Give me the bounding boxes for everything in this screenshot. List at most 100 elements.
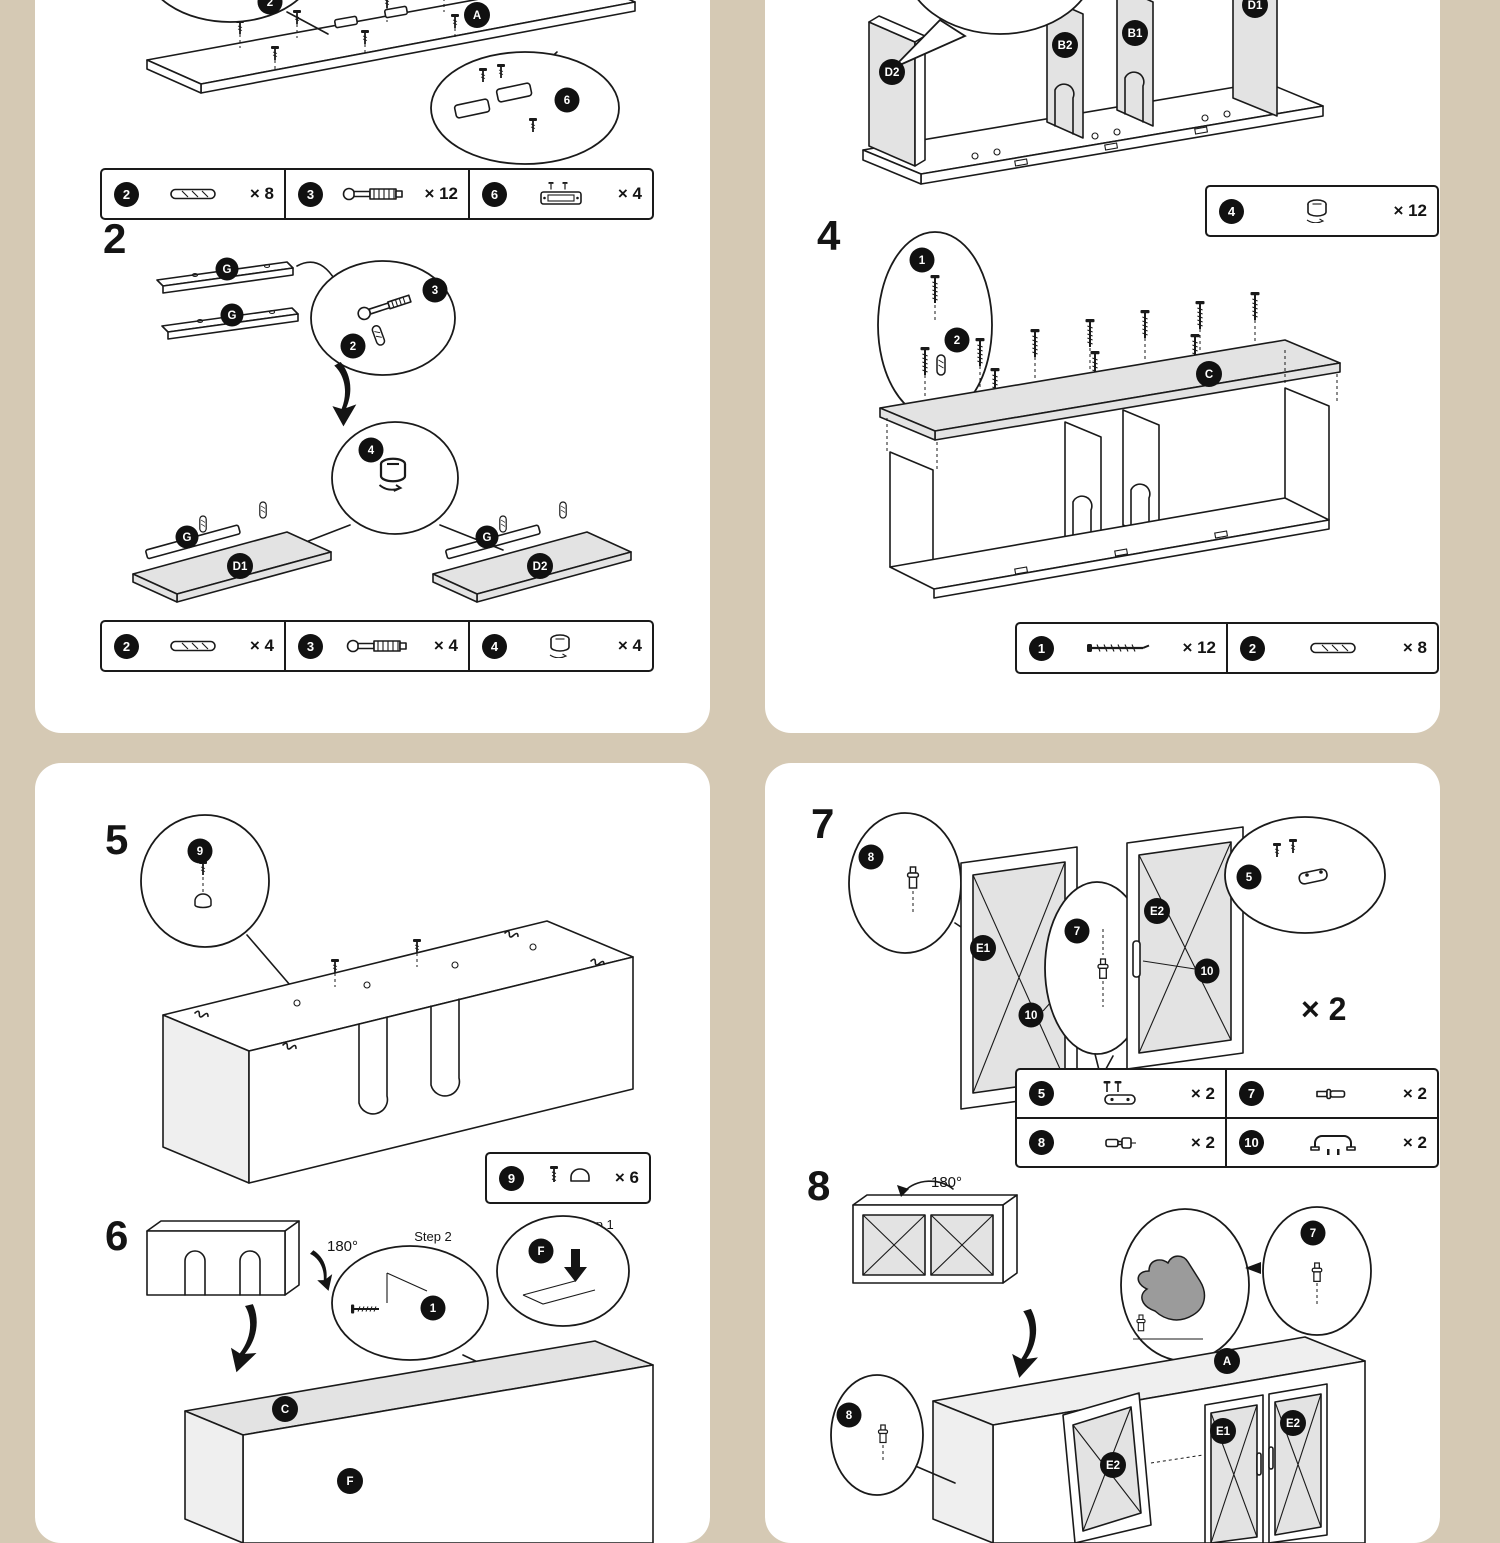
screw-icon — [1061, 640, 1175, 656]
sleeve-badge: 8 — [858, 844, 884, 870]
svg-text:7: 7 — [1310, 1228, 1316, 1240]
panel-label-b1: B1 — [1122, 20, 1148, 46]
callout-magnet-catch — [430, 51, 620, 165]
panel-label-f: F — [337, 1468, 363, 1494]
dowel-badge: 2 — [257, 0, 283, 15]
rail-label-g3: G — [175, 525, 199, 549]
panel-steps-1-2: A 2 6 — [35, 0, 710, 733]
sleeve-badge-step8: 8 — [836, 1402, 862, 1428]
board-d2-drawing — [432, 501, 632, 603]
svg-text:4: 4 — [368, 445, 375, 457]
part-badge: 2 — [1240, 635, 1265, 661]
svg-text:E1: E1 — [1216, 1426, 1231, 1438]
door-label-e1: E1 — [970, 935, 996, 961]
part-badge: 2 — [114, 633, 139, 659]
handle-icon — [1271, 1131, 1396, 1155]
rail-label-g1: G — [215, 257, 239, 281]
svg-text:E2: E2 — [1150, 906, 1164, 918]
svg-text:G: G — [183, 532, 192, 544]
cam-bolt-icon — [330, 185, 417, 203]
callout-foot — [140, 814, 291, 986]
cam-badge: 4 — [358, 437, 384, 463]
dowel-badge: 2 — [944, 327, 970, 353]
svg-text:6: 6 — [564, 95, 570, 107]
panel-label-d1: D1 — [1242, 0, 1268, 18]
cam-lock-icon — [514, 634, 611, 658]
board-label-d2: D2 — [527, 553, 553, 579]
handle-badge-right: 10 — [1194, 958, 1220, 984]
down-arrow — [332, 362, 357, 427]
screw-badge-step6: 1 — [420, 1295, 446, 1321]
svg-text:D1: D1 — [233, 561, 248, 573]
parts-cell: 6 × 4 — [470, 170, 652, 218]
part-label-a: A — [464, 2, 490, 28]
screw-badge: 1 — [909, 247, 935, 273]
callout-cam-lock — [279, 421, 504, 553]
callout-plate — [1224, 816, 1386, 934]
board-c-f-drawing — [184, 1340, 654, 1543]
svg-text:8: 8 — [868, 852, 875, 864]
step-2-caption: Step 2 — [414, 1229, 452, 1244]
svg-text:1: 1 — [430, 1303, 437, 1315]
magnet-badge: 6 — [554, 87, 580, 113]
svg-text:A: A — [473, 10, 481, 22]
parts-cell: 9 × 6 — [487, 1154, 649, 1202]
svg-text:G: G — [483, 532, 492, 544]
cam-lock-icon — [1251, 199, 1386, 223]
svg-text:E1: E1 — [976, 943, 991, 955]
part-qty: × 6 — [614, 1168, 639, 1187]
part-qty: × 8 — [249, 184, 274, 203]
svg-text:1: 1 — [919, 255, 926, 267]
rotate-180-label: 180° — [327, 1238, 358, 1255]
svg-text:A: A — [1223, 1356, 1231, 1368]
panel-steps-3-4: D2 B2 B1 D1 1 2 — [765, 0, 1440, 733]
svg-text:2: 2 — [350, 341, 356, 353]
svg-text:C: C — [1205, 369, 1213, 381]
door-label-e2: E2 — [1144, 898, 1170, 924]
callout-pin-step8 — [1262, 1206, 1372, 1336]
dowel-icon — [1272, 639, 1396, 657]
part-qty: × 4 — [617, 184, 642, 203]
door-e2-drawing — [1126, 826, 1244, 1070]
handle-leader-right — [1142, 960, 1196, 970]
svg-text:2: 2 — [267, 0, 273, 9]
svg-text:F: F — [346, 1476, 353, 1488]
part-badge: 3 — [298, 181, 323, 207]
foot-badge: 9 — [187, 838, 213, 864]
board-d1-drawing — [132, 501, 332, 603]
step-4-number: 4 — [817, 212, 841, 259]
svg-text:F: F — [537, 1246, 544, 1258]
upside-down-cabinet-drawing — [162, 920, 634, 1184]
part-badge: 2 — [114, 181, 139, 207]
hand-icon — [1137, 1255, 1206, 1321]
parts-cell: 5 × 2 — [1017, 1070, 1227, 1119]
part-qty: × 12 — [1393, 201, 1427, 220]
part-badge: 1 — [1029, 635, 1054, 661]
open-cabinet-drawing — [886, 350, 1338, 599]
part-badge: 9 — [499, 1165, 524, 1191]
board-label-a2: A — [1214, 1348, 1240, 1374]
part-qty: × 2 — [1402, 1083, 1427, 1103]
callout-dowel — [161, 0, 329, 35]
handle-badge-left: 10 — [1018, 1002, 1044, 1028]
part-badge: 5 — [1029, 1081, 1054, 1106]
part-qty: × 2 — [1190, 1132, 1215, 1152]
dowel-icon — [146, 637, 243, 655]
part-badge: 8 — [1029, 1130, 1054, 1155]
callout-screw-dowel — [877, 231, 993, 419]
svg-text:3: 3 — [432, 285, 438, 297]
illustration-steps-1-2: A 2 6 — [132, 0, 636, 603]
parts-cell: 8 × 2 — [1017, 1119, 1227, 1166]
top-board-c-drawing — [879, 291, 1341, 441]
svg-text:E2: E2 — [1286, 1418, 1300, 1430]
parts-table-step-2: 2 × 4 3 × 4 4 × 4 — [100, 620, 654, 672]
part-badge: 4 — [1219, 198, 1244, 224]
parts-table-step-4: 1 × 12 2 × 8 — [1015, 622, 1439, 674]
svg-text:G: G — [223, 264, 232, 276]
parts-table-step-7: 5 × 2 7 × 2 8 × 2 10 × 2 — [1015, 1068, 1439, 1168]
door-label-e2-swing: E2 — [1100, 1452, 1126, 1478]
part-qty: × 12 — [1182, 638, 1216, 657]
illustration-steps-5-6: 9 180° Step 2 — [140, 814, 654, 1543]
pin-badge: 7 — [1064, 918, 1090, 944]
parts-cell: 2 × 8 — [1228, 624, 1437, 672]
